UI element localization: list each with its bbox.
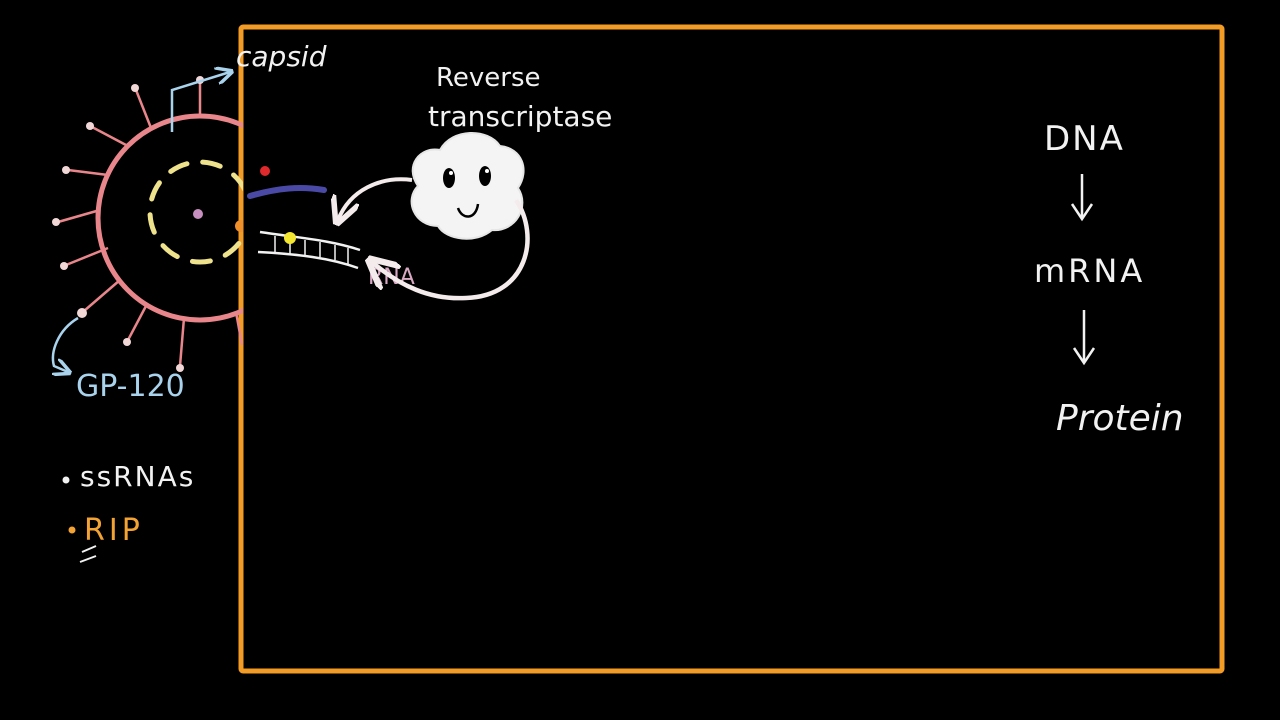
protein-label: Protein: [1056, 398, 1184, 439]
gp120-pointer-arrow: [53, 316, 79, 372]
enzyme-right-eye: [479, 166, 491, 186]
red-dot: [260, 166, 270, 176]
capsid-label: capsid: [236, 40, 327, 73]
enzyme-left-eye: [443, 168, 455, 188]
rip-label: RIP: [84, 513, 144, 548]
capsid-ring: [147, 159, 243, 265]
rip-underline: [79, 545, 97, 563]
bullet-rip: [68, 526, 76, 534]
ssrnas-label: ssRNAs: [80, 460, 195, 493]
enzyme-smile: [456, 203, 480, 218]
dna-label: DNA: [1044, 119, 1125, 159]
gp120-spikes: [52, 76, 243, 372]
capsid-pointer-arrow: [170, 72, 230, 132]
gp120-label: GP-120: [76, 369, 185, 404]
reverse-transcriptase-enzyme: [410, 132, 525, 240]
orange-dot: [235, 220, 243, 232]
bullet-ssrnas: [62, 476, 70, 484]
enzyme-to-rna-arrow: [338, 177, 413, 220]
hiv-virus: [52, 76, 243, 372]
down-arrow-icon: [1072, 310, 1096, 366]
down-arrow-icon: [1070, 174, 1094, 222]
reverse-label: Reverse: [436, 63, 541, 93]
rna-strand: [257, 230, 361, 270]
core-dot: [193, 209, 203, 219]
highlight-dot: [284, 232, 296, 244]
enzyme-loop-arrow: [372, 198, 530, 301]
host-cell-border: [238, 24, 1225, 674]
purple-strand: [247, 185, 327, 199]
mrna-label: mRNA: [1034, 252, 1145, 290]
transcriptase-label: transcriptase: [428, 100, 612, 133]
